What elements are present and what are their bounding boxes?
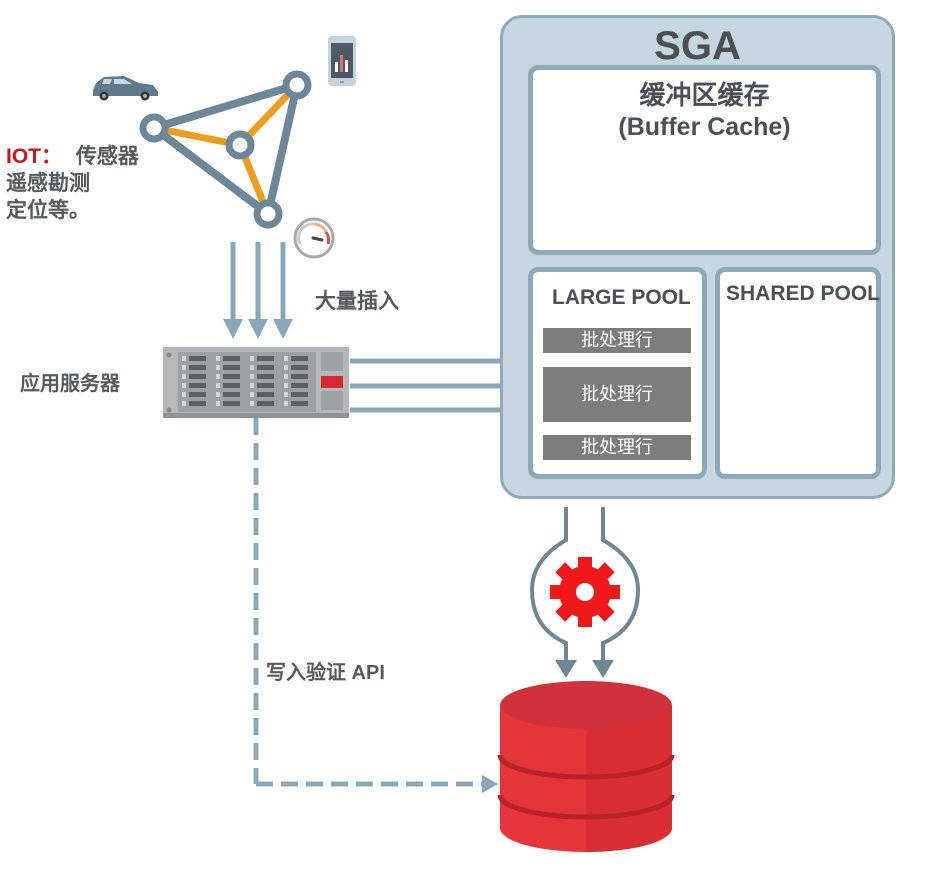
iot-line1: 传感器 (75, 145, 139, 168)
large-pool-box: LARGE POOL 批处理行 批处理行 批处理行 (528, 267, 707, 479)
rack-led (216, 401, 220, 406)
rack-led (182, 374, 186, 379)
rack-bay (257, 401, 274, 406)
rack-led (284, 365, 288, 370)
rack-led (182, 383, 186, 388)
sga-title: SGA (654, 24, 741, 68)
rack-bay (189, 392, 206, 397)
rack-bay (291, 401, 308, 406)
rack-bay (223, 401, 240, 406)
server-to-large-pool-arrows (350, 351, 525, 420)
rack-led (216, 392, 220, 397)
iot-label: IOT： 传感器 遥感勘测 定位等。 (6, 143, 139, 224)
phone-chart-icon (328, 36, 356, 86)
rack-led (250, 392, 254, 397)
iot-prefix: IOT： (6, 145, 62, 168)
shared-pool-box: SHARED POOL (715, 267, 881, 479)
rack-bay (257, 365, 274, 370)
rack-bay (291, 365, 308, 370)
rack-led (250, 401, 254, 406)
network-triangle-icon (139, 70, 312, 229)
rack-bay (291, 383, 308, 388)
gauge-icon (293, 217, 335, 259)
rack-led (250, 383, 254, 388)
buffer-cache-box: 缓冲区缓存 (Buffer Cache) (528, 65, 881, 255)
rack-led (216, 365, 220, 370)
rack-bay (257, 392, 274, 397)
rack-bay (291, 392, 308, 397)
rack-bay (291, 374, 308, 379)
rack-bay (223, 365, 240, 370)
database-icon (497, 681, 675, 852)
rack-bay (189, 365, 206, 370)
rack-bay (189, 356, 206, 361)
batch-rows-3: 批处理行 (543, 435, 691, 460)
rack-led (284, 356, 288, 361)
batch-rows-2: 批处理行 (543, 367, 691, 422)
server-rack-icon (163, 347, 349, 418)
rack-bay (189, 383, 206, 388)
rack-led (284, 374, 288, 379)
rack-led (250, 374, 254, 379)
rack-led (250, 356, 254, 361)
write-api-label: 写入验证 API (266, 662, 385, 684)
rack-bay (223, 374, 240, 379)
large-pool-title: LARGE POOL (552, 286, 691, 309)
rack-bay (257, 383, 274, 388)
buffer-cache-title-en: (Buffer Cache) (618, 113, 791, 141)
rack-led (182, 401, 186, 406)
rack-led (216, 383, 220, 388)
rack-bay (223, 356, 240, 361)
rack-bay (257, 374, 274, 379)
rack-led (250, 365, 254, 370)
iot-line2: 遥感勘测 (6, 172, 90, 195)
rack-bay (291, 356, 308, 361)
gear-icon (550, 557, 620, 627)
write-api-dashed-arrow (253, 418, 498, 793)
rack-bay (223, 383, 240, 388)
iot-line3: 定位等。 (6, 199, 90, 222)
shared-pool-title: SHARED POOL (726, 282, 881, 305)
batch-rows-1: 批处理行 (543, 328, 691, 353)
rack-led (284, 392, 288, 397)
rack-bay (189, 374, 206, 379)
app-server-label: 应用服务器 (20, 373, 120, 395)
rack-led (284, 383, 288, 388)
buffer-cache-title-cn: 缓冲区缓存 (639, 80, 770, 110)
rack-led (216, 356, 220, 361)
bulk-insert-arrows (223, 242, 293, 339)
rack-led (182, 365, 186, 370)
rack-led (284, 401, 288, 406)
rack-led (182, 392, 186, 397)
rack-led (182, 356, 186, 361)
sga-to-database-flow (529, 507, 641, 678)
car-icon (93, 76, 158, 101)
rack-bay (257, 356, 274, 361)
sga-container: SGA 缓冲区缓存 (Buffer Cache) LARGE POOL 批处理行… (500, 15, 895, 499)
rack-led (216, 374, 220, 379)
rack-bay (223, 392, 240, 397)
bulk-insert-label: 大量插入 (315, 290, 399, 313)
rack-bay (189, 401, 206, 406)
